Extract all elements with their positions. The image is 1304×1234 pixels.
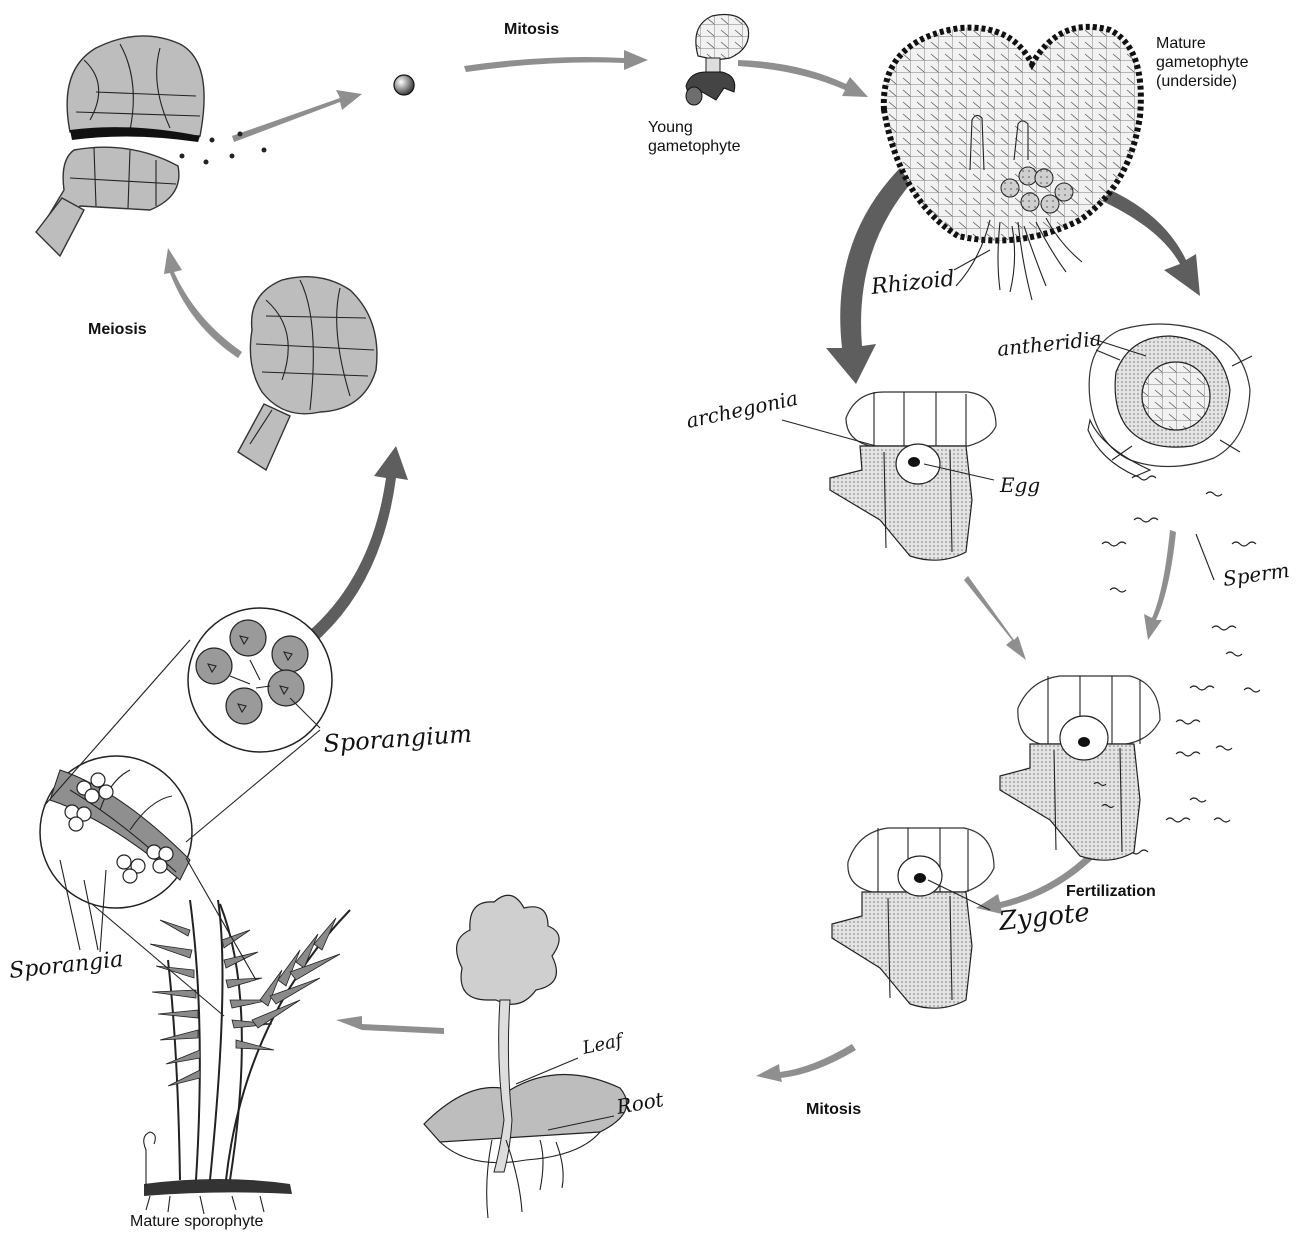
mature-sporophyte-illustration xyxy=(144,900,350,1214)
label-fertilization: Fertilization xyxy=(1066,883,1156,900)
label-mitosis-bottom: Mitosis xyxy=(806,1101,861,1118)
arrow-archegonium-to-fertilization xyxy=(964,576,1026,660)
label-antheridia: antheridia xyxy=(996,326,1103,361)
label-mature-gametophyte-line-3: (underside) xyxy=(1156,73,1237,90)
arrow-spore-release xyxy=(232,90,362,142)
young-gametophyte-illustration xyxy=(686,15,749,106)
arrow-meiosis xyxy=(164,248,242,358)
sporangium-releasing-spores xyxy=(36,36,267,256)
mature-gametophyte-illustration xyxy=(884,27,1141,300)
label-mature-gametophyte-line-2: gametophyte xyxy=(1156,54,1249,71)
label-archegonia: archegonia xyxy=(684,386,800,433)
arrow-sperm-to-fertilization xyxy=(1144,530,1176,640)
label-rhizoid: Rhizoid xyxy=(869,266,956,300)
label-sporangium: Sporangium xyxy=(322,720,472,758)
young-sporophyte-illustration xyxy=(424,895,627,1218)
sporangium-magnifier xyxy=(188,608,332,752)
sporangium-before-meiosis xyxy=(238,277,377,470)
zygote-archegonium-illustration xyxy=(832,828,994,1008)
spore xyxy=(394,75,414,95)
arrow-to-mature-sporophyte xyxy=(336,1016,444,1034)
label-egg: Egg xyxy=(999,473,1040,497)
pinna-magnifier xyxy=(40,756,192,908)
label-mature-gametophyte: Mature gametophyte (underside) xyxy=(1156,35,1249,90)
arrow-mitosis-bottom xyxy=(756,1044,856,1082)
arrow-to-mature-gametophyte xyxy=(738,60,868,97)
label-young-gametophyte-line-2: gametophyte xyxy=(648,138,741,155)
antheridium-illustration xyxy=(1088,324,1252,476)
label-meiosis: Meiosis xyxy=(88,321,147,338)
arrow-to-antheridia xyxy=(1100,188,1200,296)
label-young-gametophyte: Young gametophyte xyxy=(648,119,741,155)
label-mature-sporophyte: Mature sporophyte xyxy=(130,1213,264,1230)
fern-pinnae xyxy=(150,918,340,1086)
label-sporangia: Sporangia xyxy=(8,947,124,984)
label-mature-gametophyte-line-1: Mature xyxy=(1156,35,1206,52)
arrow-mitosis-top xyxy=(464,50,648,72)
archegonium-illustration xyxy=(830,392,996,560)
fiddlehead xyxy=(144,1132,156,1186)
arrow-to-sporangium xyxy=(308,446,408,640)
label-sperm: Sperm xyxy=(1221,558,1291,591)
label-young-gametophyte-line-1: Young xyxy=(648,119,693,136)
label-leaf: Leaf xyxy=(580,1029,628,1059)
fertilization-archegonium-illustration xyxy=(1000,676,1160,860)
label-mitosis-top: Mitosis xyxy=(504,21,559,38)
